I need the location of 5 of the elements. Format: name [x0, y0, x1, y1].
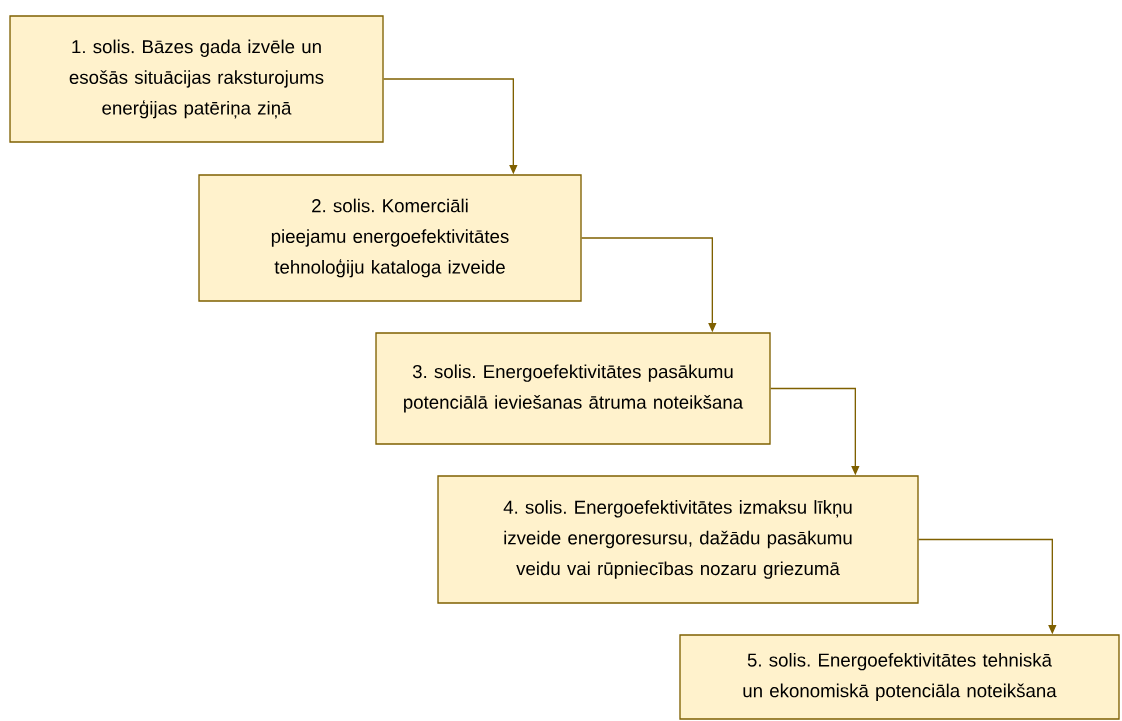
process-box: 2. solis. Komerciāli pieejamu energoefektivitātes tehnoloģiju kataloga izveide — [198, 174, 582, 302]
process-box: 3. solis. Energoefektivitātes pasākumu potenciālā ieviešanas ātruma noteikšana — [375, 332, 771, 445]
process-box: 5. solis. Energoefektivitātes tehniskā un ekonomiskā potenciāla noteikšana — [679, 634, 1120, 720]
process-box: 4. solis. Energoefektivitātes izmaksu līkņu izveide energoresursu, dažādu pasākumu veidu vai rūpniecības nozaru griezumā — [437, 475, 919, 604]
process-box: 1. solis. Bāzes gada izvēle un esošās situācijas raksturojums enerģijas patēriņa ziņā — [9, 15, 384, 143]
